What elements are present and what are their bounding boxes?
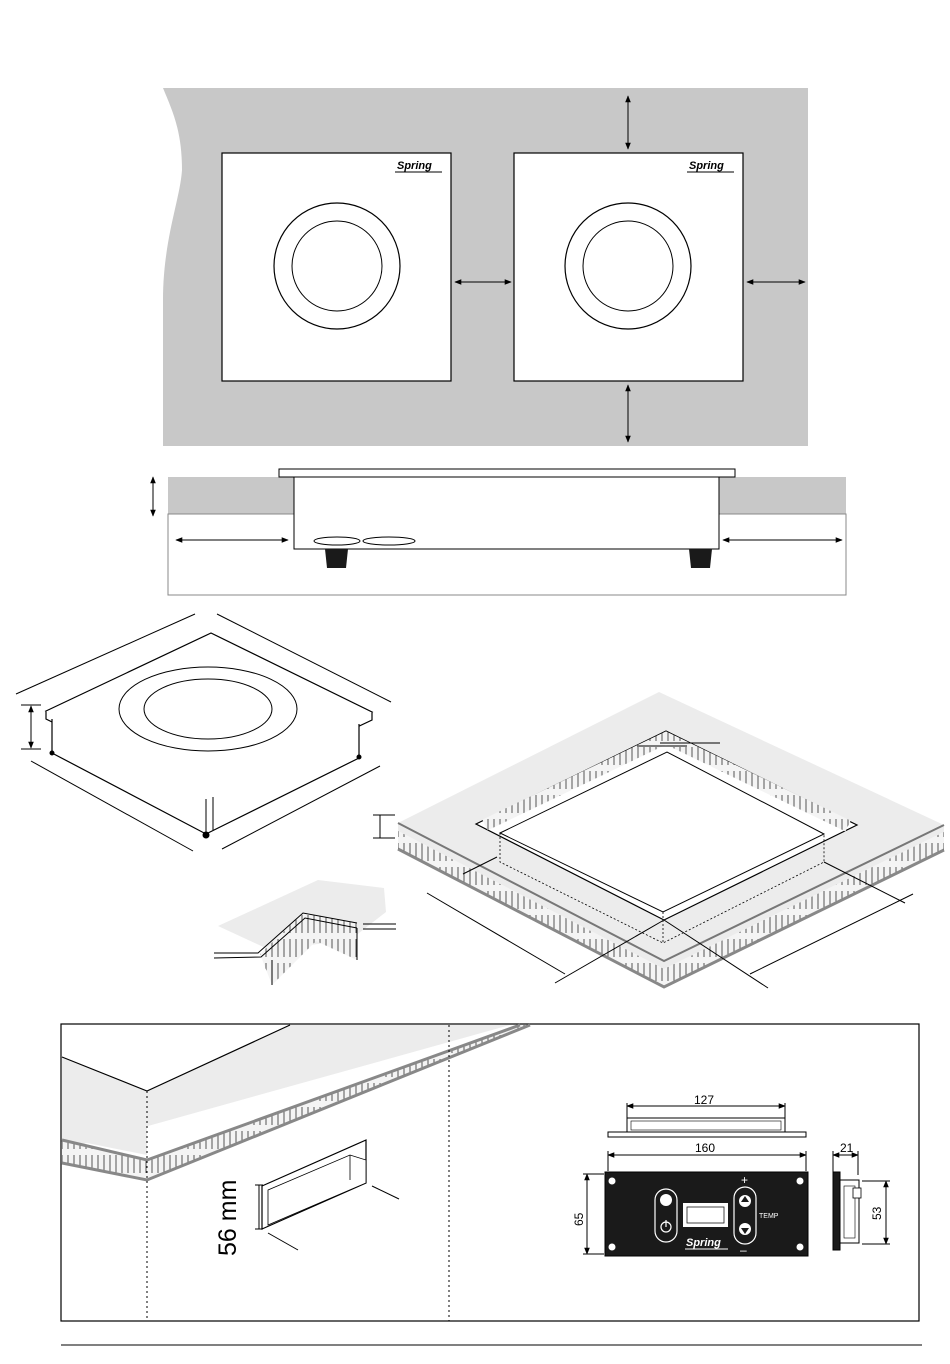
control-panel-side [833, 1172, 840, 1250]
corner-detail [214, 880, 396, 985]
cutout-depth-label: 56 mm [214, 1180, 242, 1256]
control-panel-depth-label: 21 [840, 1141, 854, 1155]
isometric-cooktop [16, 614, 391, 851]
control-panel-side-height-label: 53 [870, 1206, 884, 1220]
control-panel-width-label: 160 [695, 1141, 715, 1155]
temp-label: TEMP [759, 1213, 779, 1220]
side-section-view [153, 469, 846, 595]
brand-logo: Spring [689, 160, 724, 172]
brand-logo: Spring [397, 160, 432, 172]
control-panel-inner-width-label: 127 [694, 1093, 714, 1107]
power-button[interactable] [655, 1189, 677, 1242]
glass-top-plate [279, 469, 735, 477]
control-panel-height-label: 65 [572, 1212, 586, 1226]
brand-logo: Spring [686, 1237, 721, 1249]
cooktop-right-top: Spring [514, 153, 743, 381]
isometric-worktop-cutout [373, 692, 944, 988]
foot [325, 549, 348, 568]
minus-label: – [740, 1243, 747, 1257]
cooktop-body-section [294, 477, 719, 549]
cooktop-left-top: Spring [222, 153, 451, 381]
top-view: Spring Spring [163, 88, 808, 446]
temperature-display [683, 1203, 728, 1227]
temp-up-down-buttons[interactable] [734, 1187, 756, 1244]
foot [689, 549, 712, 568]
plus-label: + [741, 1173, 748, 1187]
